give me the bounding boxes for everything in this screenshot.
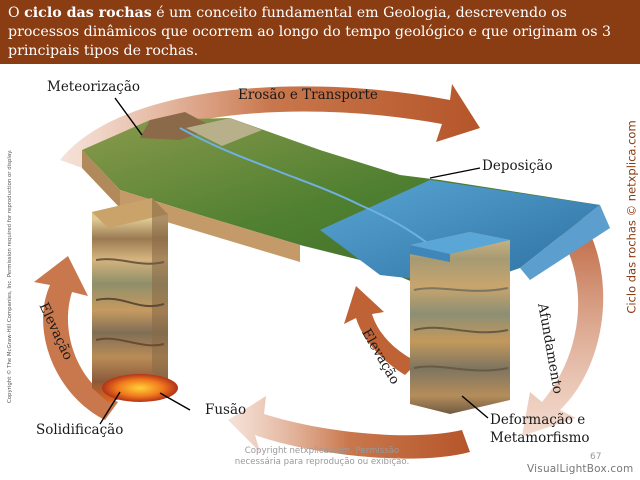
label-meteorizacao: Meteorização [47,79,141,95]
footer-copyright: Copyright netxplica.com. Permissão neces… [232,446,412,468]
watermark-link[interactable]: VisualLightBox.com [527,463,634,475]
arrow-top [60,84,480,170]
igneous-column [92,198,178,402]
footer-copyright-line2: necessária para reprodução ou exibição. [234,457,410,467]
label-metamorfismo: Metamorfismo [490,430,590,446]
mcgraw-hill-copyright: Copyright © The McGraw-Hill Companies, I… [7,149,13,403]
page-number: 67 [590,452,602,462]
footer-copyright-line1: Copyright netxplica.com. Permissão [244,446,400,456]
arrow-bottom [228,396,470,459]
intro-prefix: O [8,5,25,21]
label-deposicao: Deposição [482,158,553,174]
label-fusao: Fusão [205,402,247,418]
label-solidificacao: Solidificação [36,422,124,438]
netxplica-credit: Ciclo das rochas © netxplica.com [624,120,639,314]
arrow-left [34,256,118,420]
intro-banner: O ciclo das rochas é um conceito fundame… [0,0,640,64]
label-erosao-transporte: Erosão e Transporte [238,87,378,103]
intro-text: é um conceito fundamental em Geologia, d… [8,5,612,59]
intro-bold-term: ciclo das rochas [24,5,152,21]
cycle-arrows [34,84,604,459]
label-deformacao: Deformação e [490,412,586,428]
arrow-right [522,200,604,436]
sedimentary-column [410,232,510,414]
label-pointers [99,97,489,425]
arrow-middle [344,286,418,375]
